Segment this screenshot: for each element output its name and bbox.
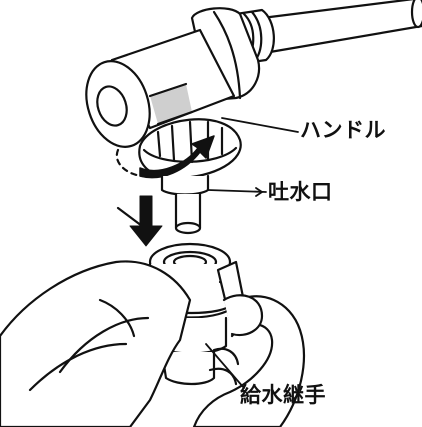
- handle-label: ハンドル: [300, 118, 386, 142]
- hose: [234, 0, 422, 66]
- outlet-leader-line: [207, 189, 267, 193]
- handle-ring: [115, 118, 242, 180]
- callout-leaders: [205, 117, 299, 389]
- water-outlet-label: 吐水口: [268, 180, 333, 204]
- down-arrow-icon: [116, 195, 163, 247]
- hands: [0, 260, 306, 427]
- water-supply-joint-label: 給水継手: [240, 383, 326, 407]
- water-outlet-spout: [160, 174, 210, 235]
- handle-leader-line: [221, 117, 299, 133]
- elbow-faucet-body: [85, 7, 261, 148]
- joint-leader-line: [205, 343, 245, 389]
